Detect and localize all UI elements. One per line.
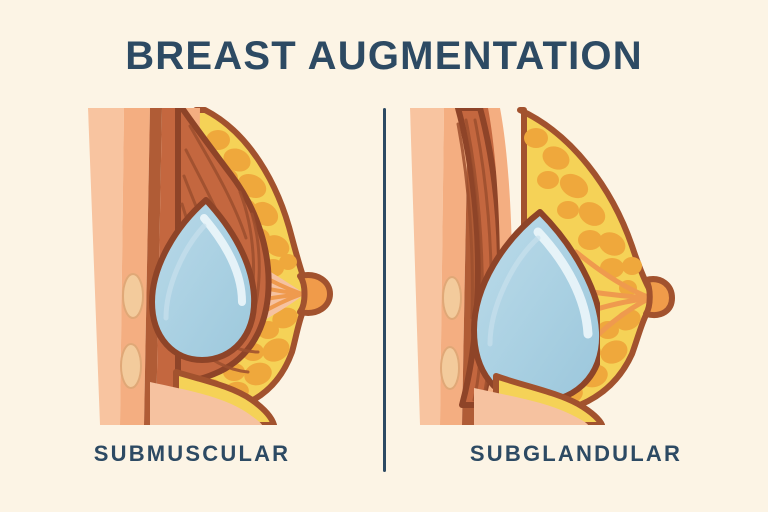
right-fat-lobules-upper — [524, 128, 642, 296]
vertical-divider — [383, 108, 386, 472]
left-inframammary-skin — [150, 382, 262, 425]
right-nipple — [643, 276, 675, 318]
right-implant-rim — [487, 235, 541, 347]
right-skin-layer-2 — [440, 108, 468, 425]
left-nipple — [297, 272, 333, 316]
right-skin-layer — [410, 108, 444, 425]
left-implant-highlight — [200, 214, 246, 306]
left-implant-rim — [163, 223, 207, 321]
panel-label-submuscular: SUBMUSCULAR — [93, 441, 291, 466]
left-implant — [149, 197, 258, 363]
panel-label-subglandular: SUBGLANDULAR — [469, 441, 683, 466]
left-skin-layer — [88, 108, 124, 425]
right-inframammary-skin — [474, 388, 588, 425]
panel-subglandular-art — [410, 107, 675, 425]
right-ribs — [440, 276, 462, 390]
right-implant-highlight — [533, 227, 593, 339]
page-title: BREAST AUGMENTATION — [125, 34, 643, 78]
left-ribs — [120, 273, 144, 389]
panel-submuscular-art — [88, 107, 333, 425]
